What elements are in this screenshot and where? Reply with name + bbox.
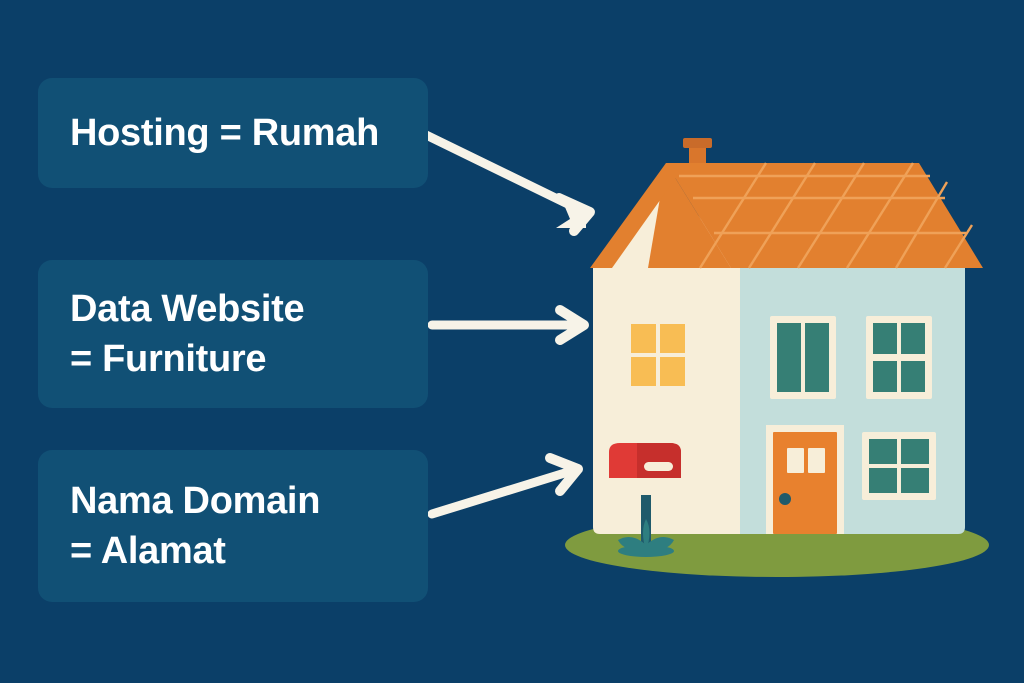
attic-window-pane <box>660 324 685 353</box>
window-tall-teal-pane <box>777 323 801 392</box>
label-card-nama-domain[interactable]: Nama Domain = Alamat <box>38 450 428 602</box>
arrow-to-wall <box>427 305 589 345</box>
window-lower-right-pane <box>869 439 897 464</box>
mailbox-slot <box>644 462 673 471</box>
window-upper-right-pane <box>873 323 897 354</box>
label-card-nama-domain-line-2: = Alamat <box>70 530 226 572</box>
window-lower-right-pane <box>901 439 929 464</box>
label-card-data-website-line-2: = Furniture <box>70 338 267 380</box>
arrow-to-roof <box>415 127 595 236</box>
attic-window-pane <box>631 324 656 353</box>
mailbox-shade <box>637 443 681 478</box>
door-panel-window <box>787 448 804 473</box>
chimney-cap <box>683 138 712 148</box>
roof-shingle-lines <box>679 162 974 269</box>
label-card-data-website-line-1: Data Website <box>70 287 305 330</box>
door-knob[interactable] <box>779 493 791 505</box>
label-card-nama-domain-line-1: Nama Domain <box>70 479 321 522</box>
window-upper-right-pane <box>901 361 925 392</box>
window-upper-right-pane <box>901 323 925 354</box>
attic-window-pane <box>631 357 656 386</box>
arrow-to-mailbox <box>427 453 583 519</box>
roof-gable-edge <box>590 163 680 268</box>
window-upper-right-pane <box>873 361 897 392</box>
door-panel-window <box>808 448 825 473</box>
front-door[interactable] <box>773 432 837 534</box>
window-tall-teal-pane <box>805 323 829 392</box>
window-lower-right-pane <box>901 468 929 493</box>
grass-tuft <box>618 519 674 557</box>
label-card-hosting-line-1: Hosting = Rumah <box>70 111 380 154</box>
roof <box>666 163 983 268</box>
roof-left-slope <box>648 163 731 268</box>
window-lower-right-pane <box>869 468 897 493</box>
label-card-data-website[interactable]: Data Website = Furniture <box>38 260 428 408</box>
attic-window-pane <box>660 357 685 386</box>
label-card-hosting[interactable]: Hosting = Rumah <box>38 78 428 188</box>
